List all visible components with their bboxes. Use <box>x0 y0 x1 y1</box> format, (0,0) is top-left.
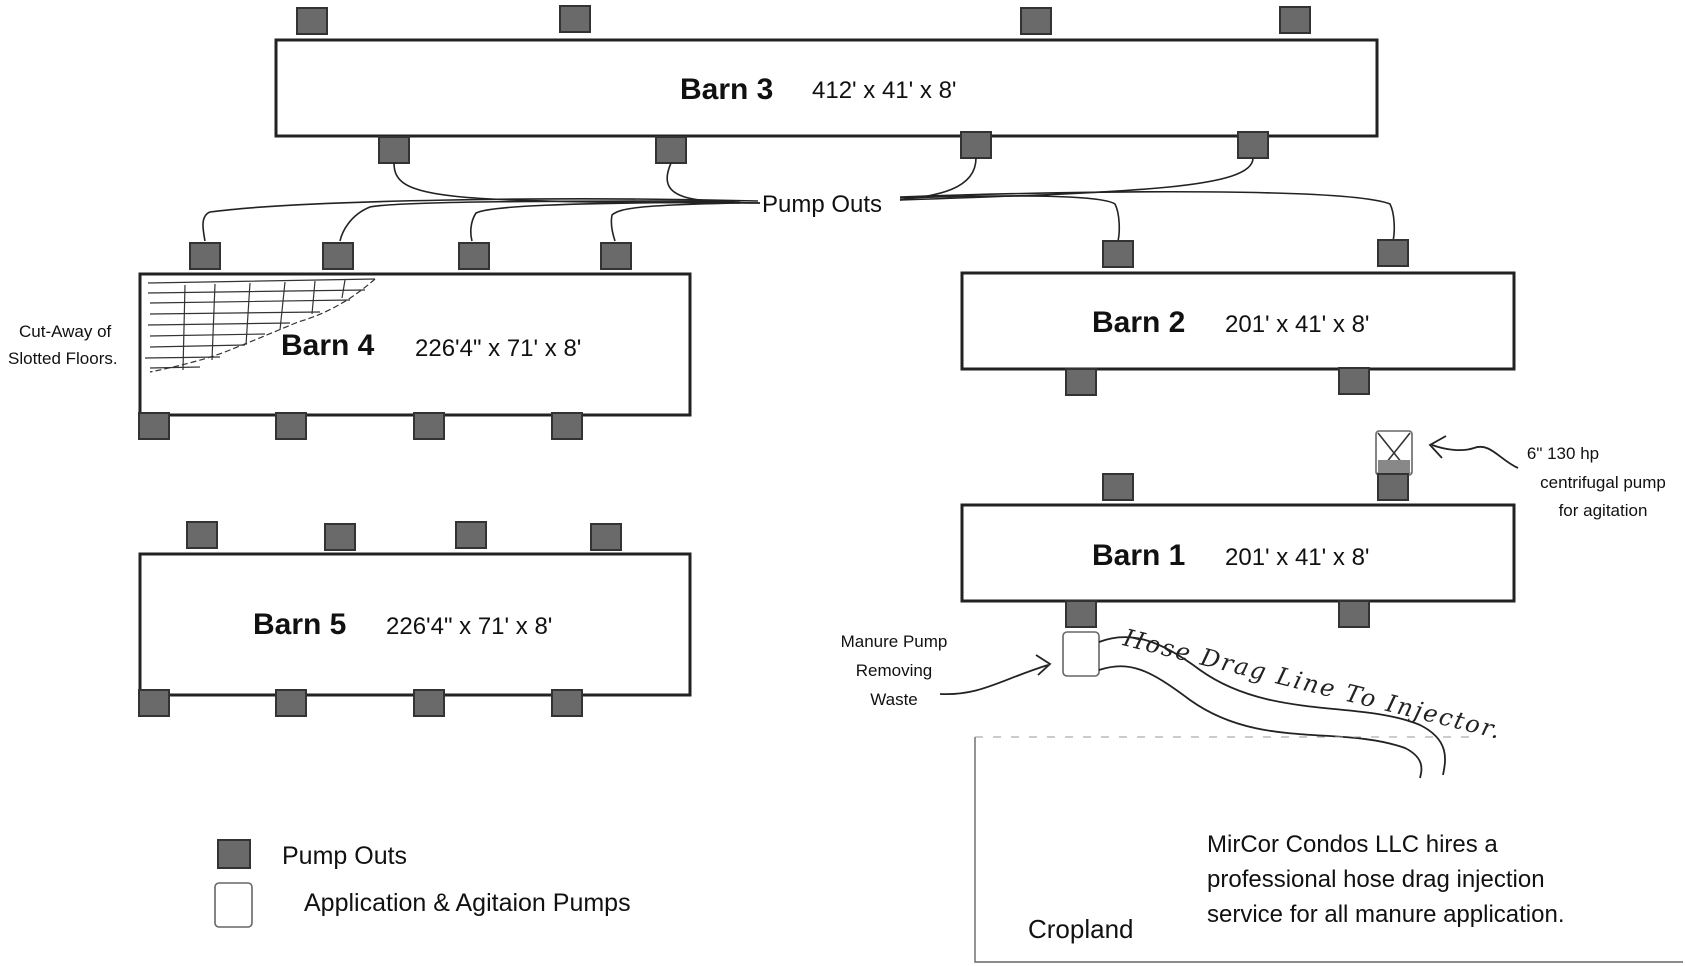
mircor-note-line3: service for all manure application. <box>1207 901 1565 928</box>
mircor-note-line1: MirCor Condos LLC hires a <box>1207 831 1498 858</box>
barn-4: Barn 4 226'4" x 71' x 8' <box>138 242 692 440</box>
legend: Pump Outs Application & Agitaion Pumps <box>214 839 631 928</box>
pump-out-icon <box>138 689 170 717</box>
manure-label-line2: Removing <box>856 661 933 680</box>
pump-out-icon <box>413 412 445 440</box>
pump-out-icon <box>296 7 328 35</box>
pump-out-icon <box>1338 600 1370 628</box>
pump-out-icon <box>655 136 687 164</box>
barn-1-name: Barn 1 <box>1092 539 1185 572</box>
hose-drag-line <box>1098 636 1446 776</box>
pump-out-icon <box>1377 473 1409 501</box>
pump-out-icon <box>1065 368 1097 396</box>
barn-2-dimensions: 201' x 41' x 8' <box>1225 311 1370 338</box>
pump-out-icon <box>551 412 583 440</box>
centrifugal-label-line3: for agitation <box>1559 501 1648 520</box>
pump-out-icon <box>138 412 170 440</box>
centrifugal-label-line2: centrifugal pump <box>1540 473 1666 492</box>
pump-out-icon <box>1338 367 1370 395</box>
barn-3-dimensions: 412' x 41' x 8' <box>812 77 957 104</box>
barn-4-name: Barn 4 <box>281 329 375 362</box>
barn-5-name: Barn 5 <box>253 608 346 641</box>
barn-5: Barn 5 226'4" x 71' x 8' <box>138 521 692 717</box>
pump-out-icon <box>960 131 992 159</box>
mircor-note-line2: professional hose drag injection <box>1207 866 1545 893</box>
barn-3-name: Barn 3 <box>680 73 773 106</box>
barn-3-box <box>274 38 1379 138</box>
hose-drag-label: Hose Drag Line To Injector. <box>1120 623 1505 745</box>
pump-out-icon <box>186 521 218 549</box>
pump-out-icon <box>455 521 487 549</box>
slotted-floor-cutaway <box>144 278 376 373</box>
pump-outs-label: Pump Outs <box>762 191 882 218</box>
centrifugal-label-line1: 6" 130 hp <box>1527 444 1599 463</box>
pump-out-icon <box>590 523 622 551</box>
cutaway-label-line1: Cut-Away of <box>19 322 112 341</box>
pump-out-icon <box>1377 239 1409 267</box>
manure-pump-icon <box>1062 631 1100 677</box>
barn-3: Barn 3 412' x 41' x 8' <box>274 5 1379 164</box>
barn-1-dimensions: 201' x 41' x 8' <box>1225 544 1370 571</box>
legend-application-pump-icon <box>214 882 253 928</box>
pump-out-icon <box>1279 6 1311 34</box>
manure-label-line1: Manure Pump <box>841 632 948 651</box>
pump-out-icon <box>324 523 356 551</box>
pump-out-icon <box>458 242 490 270</box>
barn-4-dimensions: 226'4" x 71' x 8' <box>415 335 581 362</box>
legend-pump-outs-label: Pump Outs <box>282 842 407 870</box>
pump-out-icon <box>275 689 307 717</box>
barn-4-box <box>138 272 692 417</box>
cropland-area: Cropland MirCor Condos LLC hires a profe… <box>974 736 1683 963</box>
pump-out-icon <box>275 412 307 440</box>
pump-out-icon <box>413 689 445 717</box>
barn-2-box <box>960 271 1516 371</box>
legend-application-pumps-label: Application & Agitaion Pumps <box>304 889 631 917</box>
pump-out-hoses: Pump Outs <box>202 157 1396 242</box>
centrifugal-pump: 6" 130 hp centrifugal pump for agitation <box>1375 430 1666 520</box>
barn-1: Barn 1 201' x 41' x 8' <box>960 473 1516 628</box>
manure-pump-area: Manure Pump Removing Waste Hose Drag Lin… <box>841 623 1505 779</box>
pump-out-icon <box>551 689 583 717</box>
pump-out-icon <box>1237 131 1269 159</box>
barn-5-box <box>138 552 692 697</box>
pump-out-icon <box>378 136 410 164</box>
pump-out-icon <box>1020 7 1052 35</box>
pump-out-icon <box>1065 600 1097 628</box>
legend-pump-out-icon <box>217 839 251 869</box>
pump-out-icon <box>1102 240 1134 268</box>
barn-1-box <box>960 503 1516 603</box>
pump-out-icon <box>559 5 591 33</box>
cropland-label: Cropland <box>1028 914 1134 944</box>
barn-5-dimensions: 226'4" x 71' x 8' <box>386 613 552 640</box>
agitation-pump-arrow <box>1431 444 1519 469</box>
pump-out-icon <box>189 242 221 270</box>
pump-out-icon <box>1102 473 1134 501</box>
pump-out-icon <box>322 242 354 270</box>
cutaway-label-line2: Slotted Floors. <box>8 349 118 368</box>
manure-pump-arrow <box>939 664 1049 696</box>
barn-2: Barn 2 201' x 41' x 8' <box>960 239 1516 396</box>
manure-label-line3: Waste <box>870 690 918 709</box>
barn-2-name: Barn 2 <box>1092 306 1185 339</box>
pump-out-icon <box>600 242 632 270</box>
